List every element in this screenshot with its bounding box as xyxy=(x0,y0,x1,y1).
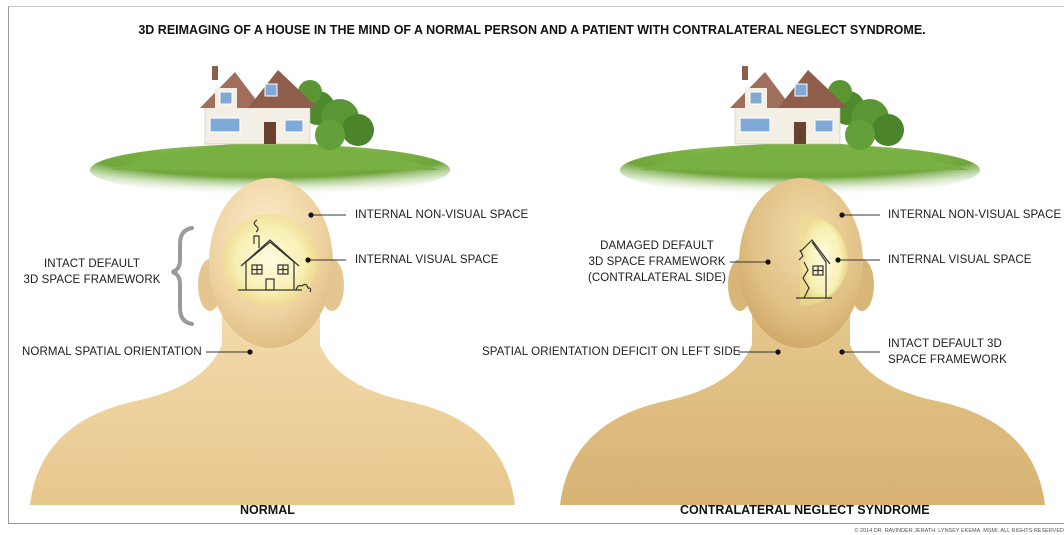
label-damaged-framework-line3: (CONTRALATERAL SIDE) xyxy=(582,271,732,286)
label-damaged-framework-line2: 3D SPACE FRAMEWORK xyxy=(582,255,732,270)
curly-brace xyxy=(172,228,192,324)
label-internal-visual-space: INTERNAL VISUAL SPACE xyxy=(888,253,1032,268)
label-intact-framework-line1: INTACT DEFAULT xyxy=(12,257,172,272)
label-intact-default-3d-line2: SPACE FRAMEWORK xyxy=(888,353,1007,368)
house-scene-neglect xyxy=(620,66,980,196)
internal-visual-space-glow xyxy=(222,214,318,306)
label-damaged-framework-line1: DAMAGED DEFAULT xyxy=(582,239,732,254)
label-internal-nonvisual-space: INTERNAL NON-VISUAL SPACE xyxy=(355,208,528,223)
house-scene-normal xyxy=(90,66,450,196)
label-spatial-orientation-deficit: SPATIAL ORIENTATION DEFICIT ON LEFT SIDE xyxy=(482,345,741,360)
house-icon xyxy=(200,66,318,144)
copyright-notice: © 2014 DR. RAVINDER JERATH. LYNSEY EKEMA… xyxy=(854,528,1064,534)
head-normal xyxy=(30,178,515,505)
house-icon xyxy=(730,66,848,144)
caption-contralateral-neglect: CONTRALATERAL NEGLECT SYNDROME xyxy=(680,503,930,517)
label-internal-nonvisual-space: INTERNAL NON-VISUAL SPACE xyxy=(888,208,1061,223)
label-normal-spatial-orientation: NORMAL SPATIAL ORIENTATION xyxy=(22,345,202,360)
label-intact-default-3d-line1: INTACT DEFAULT 3D xyxy=(888,337,1002,352)
figure-title: 3D REIMAGING OF A HOUSE IN THE MIND OF A… xyxy=(0,23,1064,37)
label-internal-visual-space: INTERNAL VISUAL SPACE xyxy=(355,253,499,268)
label-intact-framework-line2: 3D SPACE FRAMEWORK xyxy=(12,273,172,288)
caption-normal: NORMAL xyxy=(240,503,295,517)
